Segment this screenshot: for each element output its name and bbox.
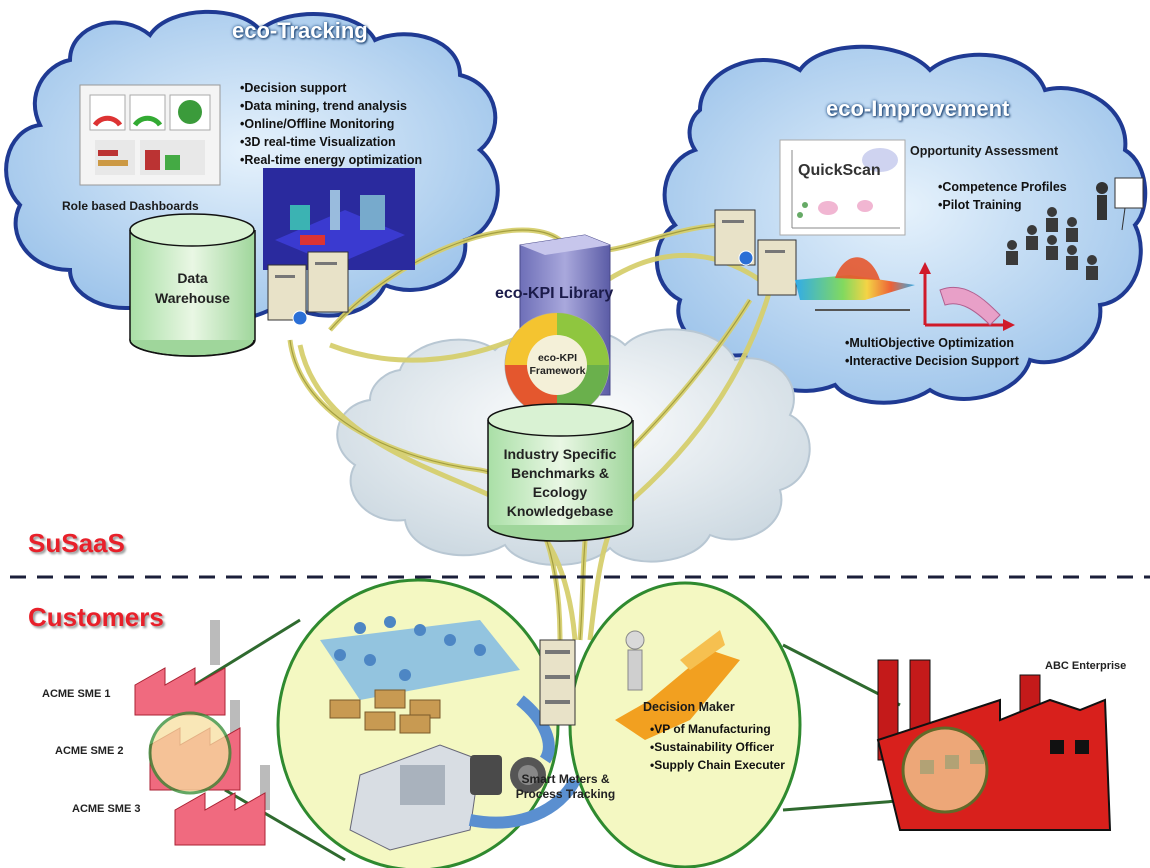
- 3d-visualization-image: [263, 168, 415, 270]
- training-bullets: •Competence Profiles •Pilot Training: [938, 178, 1067, 214]
- bullet: •Competence Profiles: [938, 180, 1067, 194]
- decision-maker-roles: •VP of Manufacturing •Sustainability Off…: [650, 720, 785, 774]
- bullet: •3D real-time Visualization: [240, 135, 396, 149]
- susaas-label: SuSaaS: [28, 528, 125, 558]
- abc-enterprise-label: ABC Enterprise: [1045, 660, 1127, 672]
- decision-maker-title: Decision Maker: [643, 700, 735, 714]
- tracking-server-icons: [267, 251, 349, 326]
- role-item: •VP of Manufacturing: [650, 722, 771, 736]
- quickscan-label: QuickScan: [798, 162, 881, 179]
- sme-factory-3: [174, 765, 270, 846]
- dashboards-label: Role based Dashboards: [62, 199, 199, 213]
- data-warehouse-cylinder: [129, 213, 256, 357]
- smart-meters-label: Smart Meters & Process Tracking: [515, 772, 616, 801]
- bullet: •Interactive Decision Support: [845, 354, 1019, 368]
- improvement-server-icons: [714, 209, 797, 296]
- eco-improvement-title: eco-Improvement: [826, 96, 1010, 121]
- sme-factory-2: [148, 700, 241, 795]
- decision-maker-graphic: [615, 630, 740, 740]
- bullet: •Pilot Training: [938, 198, 1022, 212]
- abc-enterprise-factory: [876, 659, 1112, 831]
- customer-server-icon: [539, 639, 576, 726]
- optimization-graphic: [795, 257, 1015, 331]
- sme-3-label: ACME SME 3: [72, 803, 141, 815]
- eco-kpi-framework-ring: [504, 312, 610, 418]
- eco-kpi-library-label: eco-KPI Library: [495, 285, 614, 302]
- sme-factory-1: [134, 620, 226, 716]
- bullet: •Decision support: [240, 81, 347, 95]
- quickscan-chart-thumbnail: [779, 139, 906, 236]
- bullet: •Data mining, trend analysis: [240, 99, 407, 113]
- sme-1-label: ACME SME 1: [42, 688, 111, 700]
- eco-kpi-framework-label: eco-KPI Framework: [529, 352, 586, 377]
- role-item: •Sustainability Officer: [650, 740, 775, 754]
- bullet: •MultiObjective Optimization: [845, 336, 1014, 350]
- production-line-graphic: [320, 616, 581, 851]
- knowledgebase-label: Industry Specific Benchmarks & Ecology K…: [503, 446, 617, 519]
- sme-2-label: ACME SME 2: [55, 745, 124, 757]
- bullet: •Real-time energy optimization: [240, 153, 423, 167]
- training-audience-graphic: [1006, 177, 1144, 280]
- eco-tracking-bullets: •Decision support •Data mining, trend an…: [240, 79, 422, 169]
- opportunity-assessment-label: Opportunity Assessment: [910, 144, 1059, 158]
- knowledgebase-cylinder: [487, 403, 634, 542]
- dashboards-thumbnail: [79, 84, 221, 186]
- role-item: •Supply Chain Executer: [650, 758, 785, 772]
- optimization-bullets: •MultiObjective Optimization •Interactiv…: [845, 334, 1019, 370]
- eco-tracking-title: eco-Tracking: [232, 18, 368, 43]
- bullet: •Online/Offline Monitoring: [240, 117, 395, 131]
- data-warehouse-label: Data Warehouse: [155, 270, 230, 306]
- customers-label: Customers: [28, 602, 164, 632]
